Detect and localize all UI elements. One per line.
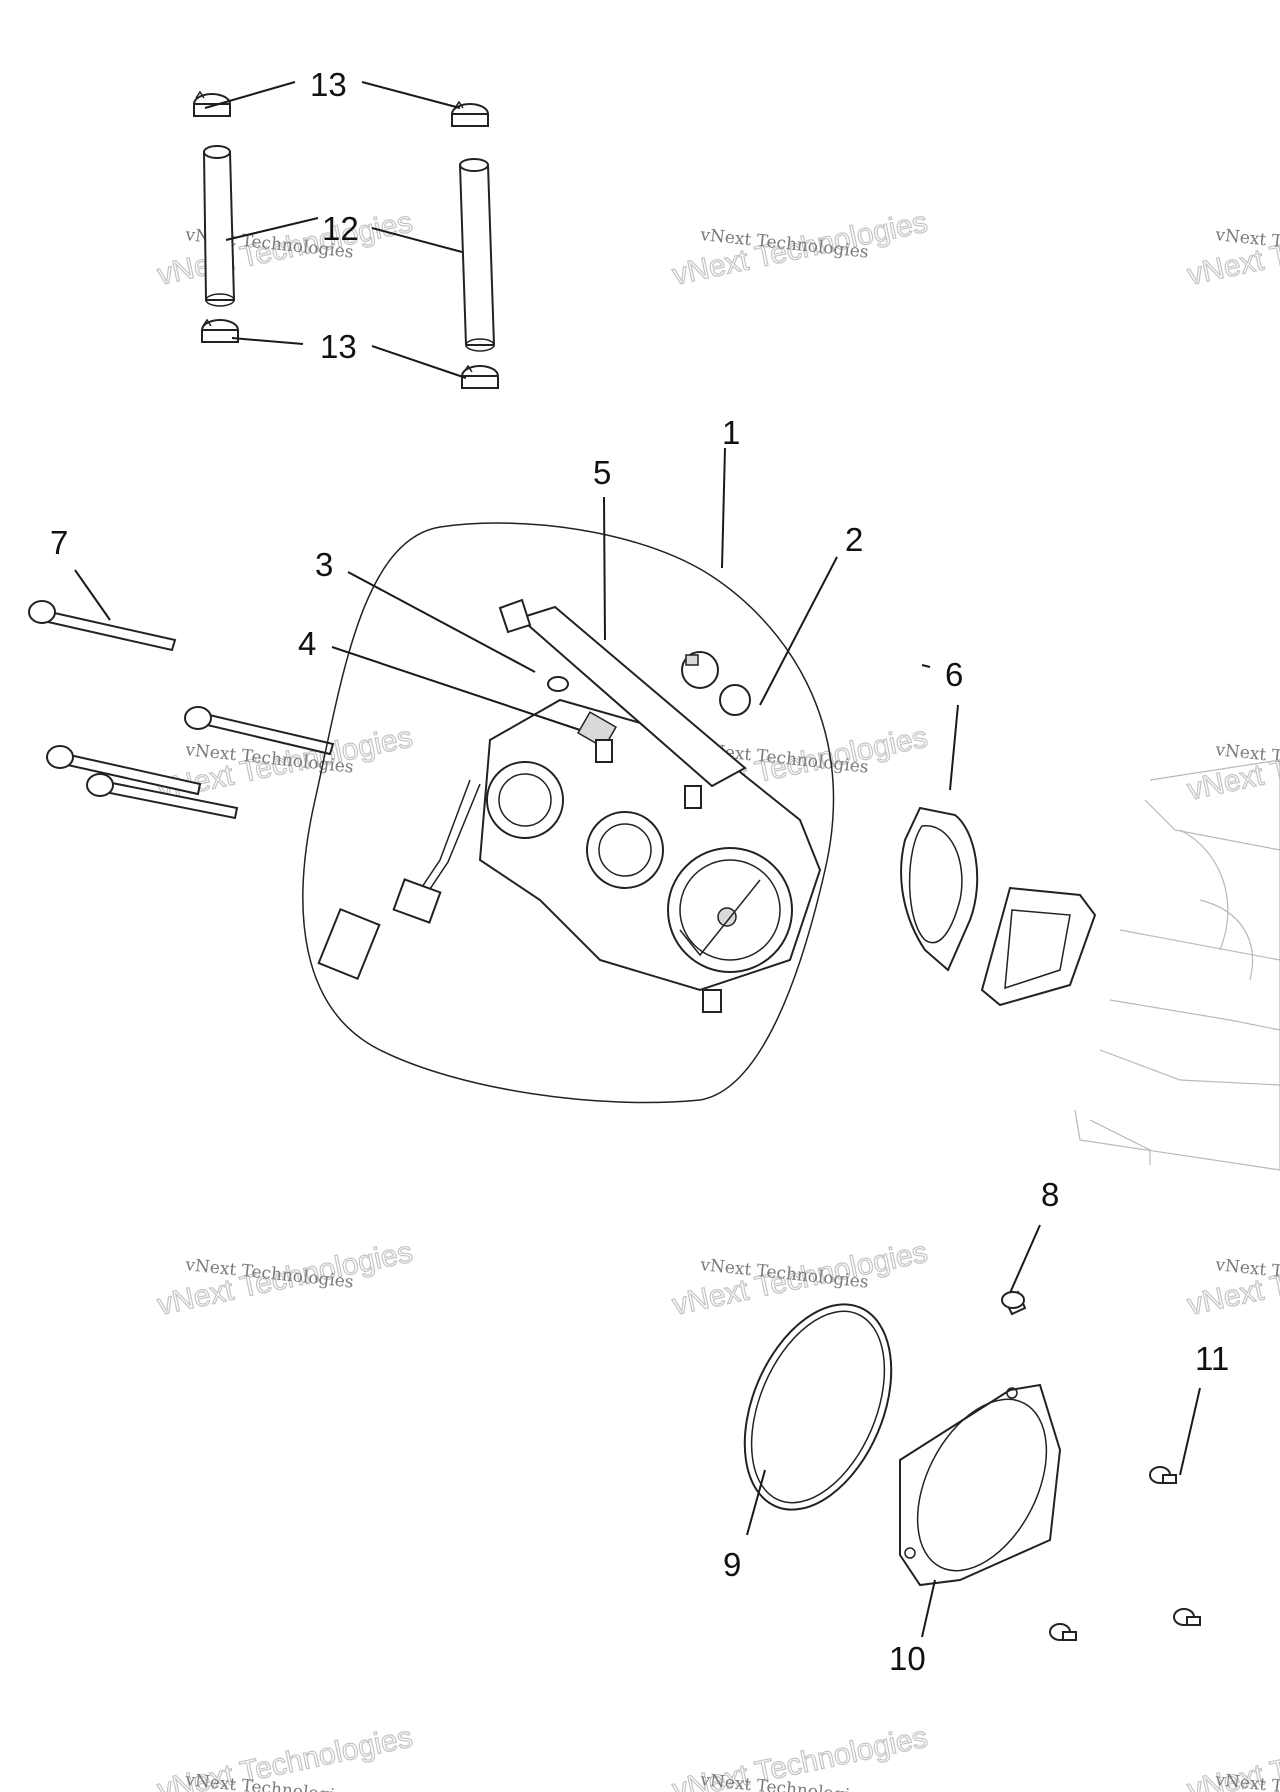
watermark: vNext Technologies vNext Technologies bbox=[154, 205, 416, 292]
watermark: vNext Technologies vNext Technologies bbox=[154, 1235, 416, 1322]
sensor[interactable] bbox=[681, 651, 751, 716]
engine-housing-reference bbox=[1074, 759, 1280, 1171]
watermark: vNext Technologies vNext Technologies bbox=[1184, 1235, 1280, 1322]
watermark: vNext Technologies vNext Technologies bbox=[1184, 205, 1280, 292]
leader-lines bbox=[74, 81, 1201, 1638]
assembly-outline bbox=[302, 522, 835, 1104]
o-ring-seal[interactable] bbox=[547, 676, 569, 692]
callout-3: 3 bbox=[315, 546, 333, 583]
fuel-injector[interactable] bbox=[576, 711, 702, 809]
watermark: vNext Technologies vNext Technologies bbox=[154, 1720, 416, 1792]
o-ring[interactable] bbox=[716, 1282, 920, 1532]
callout-8: 8 bbox=[1041, 1176, 1059, 1213]
hose-right[interactable] bbox=[458, 158, 496, 352]
hose-clamp[interactable] bbox=[201, 318, 239, 343]
throttle-gasket[interactable] bbox=[980, 886, 1097, 1007]
hose-clamp[interactable] bbox=[461, 364, 499, 389]
throttle-gasket[interactable] bbox=[900, 806, 979, 972]
callout-4: 4 bbox=[298, 625, 316, 662]
watermark: vNext Technologies vNext Technologies bbox=[1184, 720, 1280, 807]
hose-clamp[interactable] bbox=[193, 90, 231, 117]
watermark-text: vNext Technologies bbox=[1213, 1770, 1280, 1792]
callout-5: 5 bbox=[593, 454, 611, 491]
watermark: vNext Technologies vNext Technologies bbox=[669, 1720, 931, 1792]
watermark: vNext Technologies vNext Technologies bbox=[669, 1235, 931, 1322]
plug[interactable] bbox=[1001, 1290, 1027, 1316]
callout-7: 7 bbox=[50, 524, 68, 561]
screw[interactable] bbox=[1149, 1466, 1177, 1484]
wiring-harness-connector[interactable] bbox=[317, 779, 481, 981]
long-bolt[interactable] bbox=[46, 745, 202, 796]
long-bolt[interactable] bbox=[184, 706, 335, 756]
hose-left[interactable] bbox=[202, 145, 236, 307]
fuel-rail[interactable] bbox=[498, 598, 747, 788]
callout-10: 10 bbox=[889, 1640, 926, 1677]
callout-11: 11 bbox=[1195, 1340, 1229, 1377]
callout-6: 6 bbox=[945, 656, 963, 693]
watermark: vNext Technologies vNext Technologies bbox=[669, 205, 931, 292]
hose-clamp[interactable] bbox=[451, 100, 489, 127]
callout-1: 1 bbox=[722, 414, 740, 451]
screw[interactable] bbox=[1173, 1608, 1201, 1626]
callout-13: 13 bbox=[320, 328, 357, 365]
cover-plate[interactable] bbox=[891, 1378, 1073, 1592]
watermark: vNext Technologies vNext Technologies bbox=[1184, 1720, 1280, 1792]
callout-13: 13 bbox=[310, 66, 347, 103]
callout-12: 12 bbox=[322, 210, 359, 247]
long-bolt[interactable] bbox=[28, 600, 177, 652]
screw[interactable] bbox=[1049, 1623, 1077, 1641]
callout-9: 9 bbox=[723, 1546, 741, 1583]
callout-2: 2 bbox=[845, 521, 863, 558]
long-bolt[interactable] bbox=[86, 773, 239, 820]
